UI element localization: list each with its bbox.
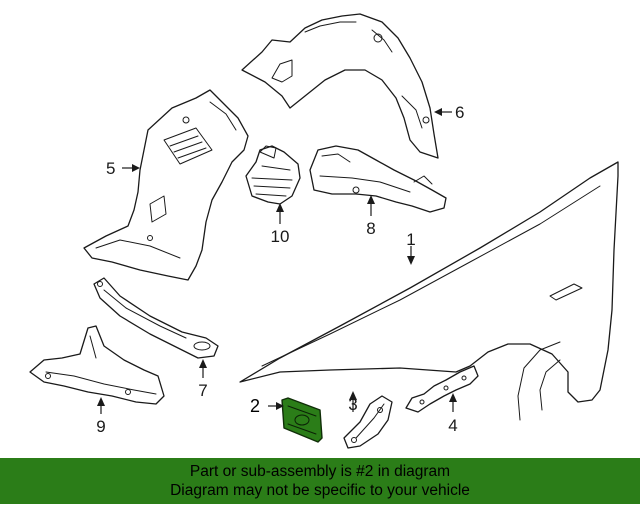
callout-10: 10 [271, 227, 290, 246]
part-6-fender-liner-rear[interactable] [241, 13, 439, 159]
diagram-notice-banner: Part or sub-assembly is #2 in diagram Di… [0, 458, 640, 504]
callout-3: 3 [348, 395, 357, 414]
notice-line-2: Diagram may not be specific to your vehi… [170, 482, 470, 499]
notice-line-1: Part or sub-assembly is #2 in diagram [189, 463, 451, 480]
callout-4: 4 [448, 416, 457, 435]
part-5-fender-liner-front[interactable] [83, 89, 249, 281]
part-4-rail[interactable] [405, 365, 479, 413]
part-7-brace[interactable] [93, 277, 219, 359]
callout-7: 7 [198, 381, 207, 400]
part-3-small-bracket[interactable] [343, 395, 393, 449]
callout-6: 6 [455, 103, 464, 122]
leader-lines [97, 108, 457, 414]
callout-9: 9 [96, 417, 105, 436]
part-2-selected-bracket[interactable] [281, 397, 323, 443]
callout-5: 5 [106, 159, 115, 178]
part-8-shield[interactable] [309, 145, 447, 213]
part-1-fender-panel[interactable] [239, 161, 619, 421]
part-10-bracket[interactable] [245, 145, 301, 205]
callout-1: 1 [406, 230, 415, 249]
parts-diagram: 1 2 3 4 5 6 7 8 9 10 [29, 13, 619, 449]
callout-8: 8 [366, 219, 375, 238]
part-9-lower-shield[interactable] [29, 325, 165, 405]
part-2-shape [281, 397, 323, 443]
callout-2: 2 [250, 396, 260, 416]
